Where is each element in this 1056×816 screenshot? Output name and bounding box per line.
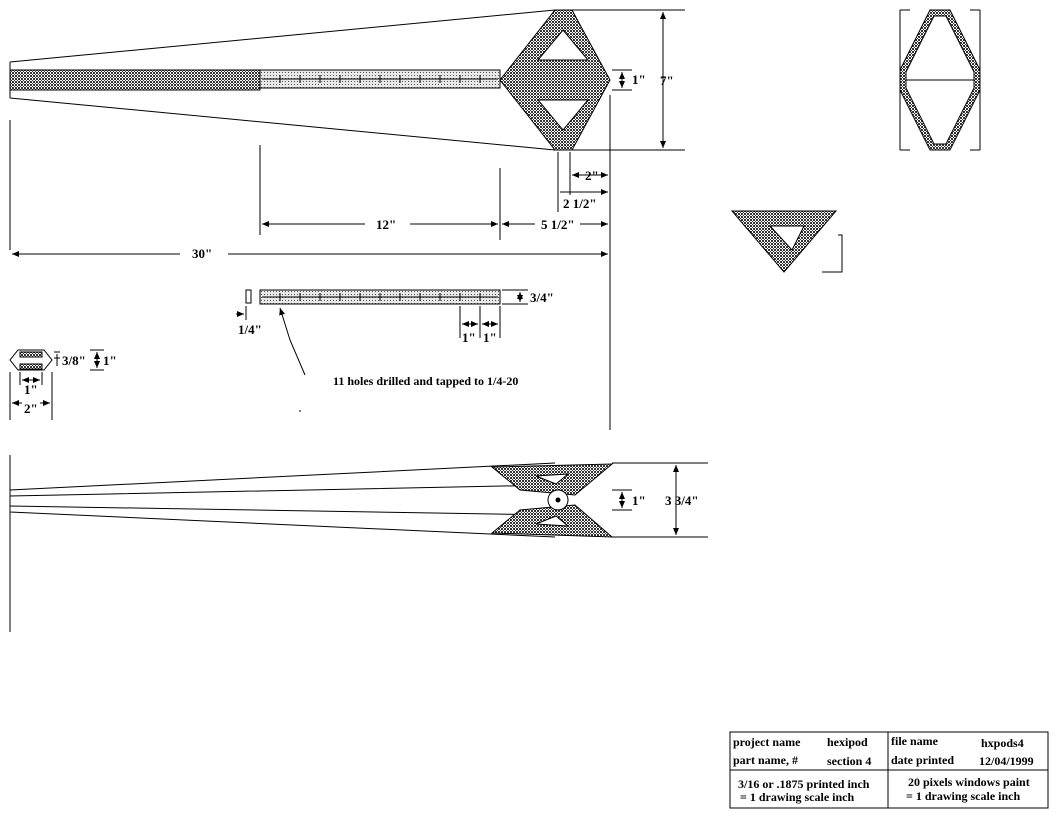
tb-file-name-value: hxpods4 (981, 736, 1024, 750)
dim-thirty-inch: 30" (192, 246, 212, 261)
rod-detail: 3/4" 1/4" 1" 1" 11 holes drilled and tap… (236, 289, 554, 388)
tb-scale-paint-line1: 20 pixels windows paint (908, 775, 1030, 789)
rod-detail-ticks (262, 293, 498, 301)
dim-three-quarter-inch: 3/4" (530, 290, 554, 305)
tb-date-printed-value: 12/04/1999 (979, 754, 1034, 768)
tb-scale-print-line1: 3/16 or .1875 printed inch (738, 777, 870, 791)
tb-part-name-value: section 4 (827, 754, 871, 768)
top-view-arm (9, 9, 611, 151)
tb-date-printed-label: date printed (891, 753, 954, 767)
dim-small-two-inch: 2" (24, 401, 38, 416)
holes-leader-line (279, 307, 306, 376)
dim-bottom-one-inch: 1" (632, 493, 646, 508)
dim-two-half-inch: 2 1/2" (563, 196, 597, 211)
dim-three-eighths-inch: 3/8" (62, 353, 86, 368)
end-plate-bottom-window (536, 99, 590, 131)
rod-end-section (245, 289, 252, 304)
arm-hatched-bar (9, 69, 261, 91)
dim-bottom-three-three-quarter: 3 3/4" (665, 493, 699, 508)
rod-hole-ticks (262, 75, 498, 83)
tb-project-name-value: hexipod (827, 735, 868, 749)
dim-one-inch-a: 1" (462, 330, 476, 345)
top-dimensions: 7" 1" 2" 2 1/2" 12" 5 1/2" 30" (9, 9, 685, 430)
dim-five-half-inch: 5 1/2" (541, 217, 575, 232)
tb-project-name-label: project name (733, 735, 801, 749)
side-view-arm: 1" 3 3/4" (9, 455, 708, 632)
dim-small-one-inch-right: 1" (103, 353, 117, 368)
triangle-bracket (730, 210, 843, 273)
dim-twelve-inch: 12" (376, 217, 396, 232)
tb-part-name-label: part name, # (733, 753, 798, 767)
small-hex-detail: 3/8" 1" 1" 2" (9, 349, 301, 420)
tb-scale-paint-line2: = 1 drawing scale inch (906, 789, 1021, 803)
dim-small-one-inch-bottom: 1" (24, 382, 38, 397)
dim-quarter-inch: 1/4" (238, 322, 262, 337)
dim-one-inch-b: 1" (483, 330, 497, 345)
tb-scale-print-line2: = 1 drawing scale inch (740, 790, 855, 804)
end-plate-hatched (499, 9, 611, 151)
tb-file-name-label: file name (891, 734, 939, 748)
dim-seven-inch: 7" (660, 73, 674, 88)
holes-note: 11 holes drilled and tapped to 1/4-20 (333, 374, 518, 388)
dim-top-one-inch: 1" (632, 72, 646, 87)
end-plate-top-window (536, 29, 590, 61)
title-block: project name hexipod part name, # sectio… (729, 731, 1049, 809)
end-view-hexagon (899, 9, 981, 151)
dim-two-inch: 2" (585, 168, 599, 183)
side-taper-outline (9, 462, 556, 538)
